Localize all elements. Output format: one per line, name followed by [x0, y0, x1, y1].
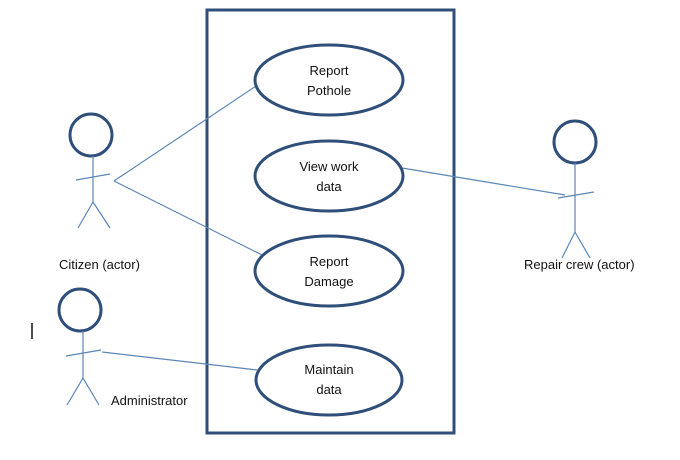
use-case-report-damage: Report Damage	[253, 234, 405, 308]
use-case-ellipse	[254, 343, 404, 417]
actor-head	[552, 119, 598, 165]
use-case-label-line-1: Report	[309, 63, 348, 78]
use-case-label-line-2: data	[316, 179, 342, 194]
actor-right-leg	[82, 377, 100, 406]
system-boundary	[205, 8, 456, 435]
actor-head	[68, 112, 114, 158]
use-case-view-work-data: View work data	[253, 139, 405, 213]
use-case-maintain-data: Maintain data	[254, 343, 404, 417]
use-case-ellipse	[253, 234, 405, 308]
actor-label-administrator: Administrator	[111, 393, 188, 408]
actor-label-citizen: Citizen (actor)	[59, 257, 140, 272]
actor-label-repair-crew: Repair crew (actor)	[524, 257, 635, 272]
actor-right-leg	[574, 231, 591, 259]
use-case-label-line-2: data	[316, 382, 342, 397]
use-case-ellipse	[253, 43, 405, 117]
use-case-label-line-1: View work	[299, 159, 359, 174]
actor-arms	[557, 191, 595, 199]
use-case-label-line-2: Damage	[304, 274, 353, 289]
use-case-label-line-1: Report	[309, 254, 348, 269]
association-administrator-maintain-data	[101, 351, 258, 371]
actor-left-leg	[66, 377, 84, 406]
actor-administrator	[57, 287, 103, 406]
actor-left-leg	[77, 201, 94, 229]
use-case-label-line-2: Pothole	[307, 83, 351, 98]
actor-head	[57, 287, 103, 333]
actor-citizen	[68, 112, 114, 229]
actor-arms	[75, 173, 111, 181]
use-case-ellipse	[253, 139, 405, 213]
actor-arms	[65, 349, 102, 357]
use-case-label-line-1: Maintain	[304, 362, 353, 377]
association-repair-crew-view-work-data	[401, 167, 566, 196]
actor-right-leg	[92, 201, 111, 229]
association-citizen-report-damage	[113, 180, 263, 256]
actor-repair-crew	[552, 119, 598, 259]
actor-left-leg	[561, 231, 576, 259]
use-case-report-pothole: Report Pothole	[253, 43, 405, 117]
association-citizen-report-pothole	[113, 85, 257, 182]
